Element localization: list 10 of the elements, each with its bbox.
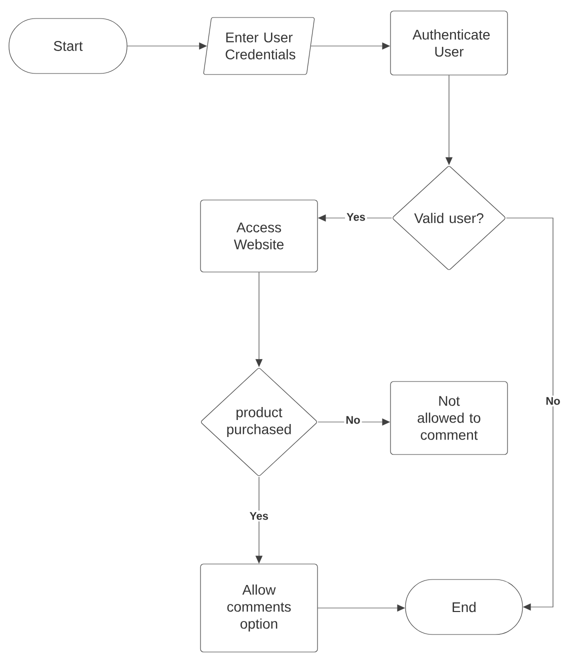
process-box: Authenticate User	[390, 10, 508, 76]
process-box: Access Website	[200, 200, 318, 272]
input-parallelogram: Enter User Credentials	[203, 17, 315, 75]
edge-label: No	[344, 414, 362, 426]
process-box: Allow comments option	[200, 564, 318, 652]
edge-label: Yes	[345, 212, 367, 222]
process-box: Not allowed to comment	[390, 381, 508, 455]
edge-label: No	[544, 396, 562, 406]
edge-label: Yes	[248, 510, 270, 522]
arrow	[506, 218, 554, 611]
